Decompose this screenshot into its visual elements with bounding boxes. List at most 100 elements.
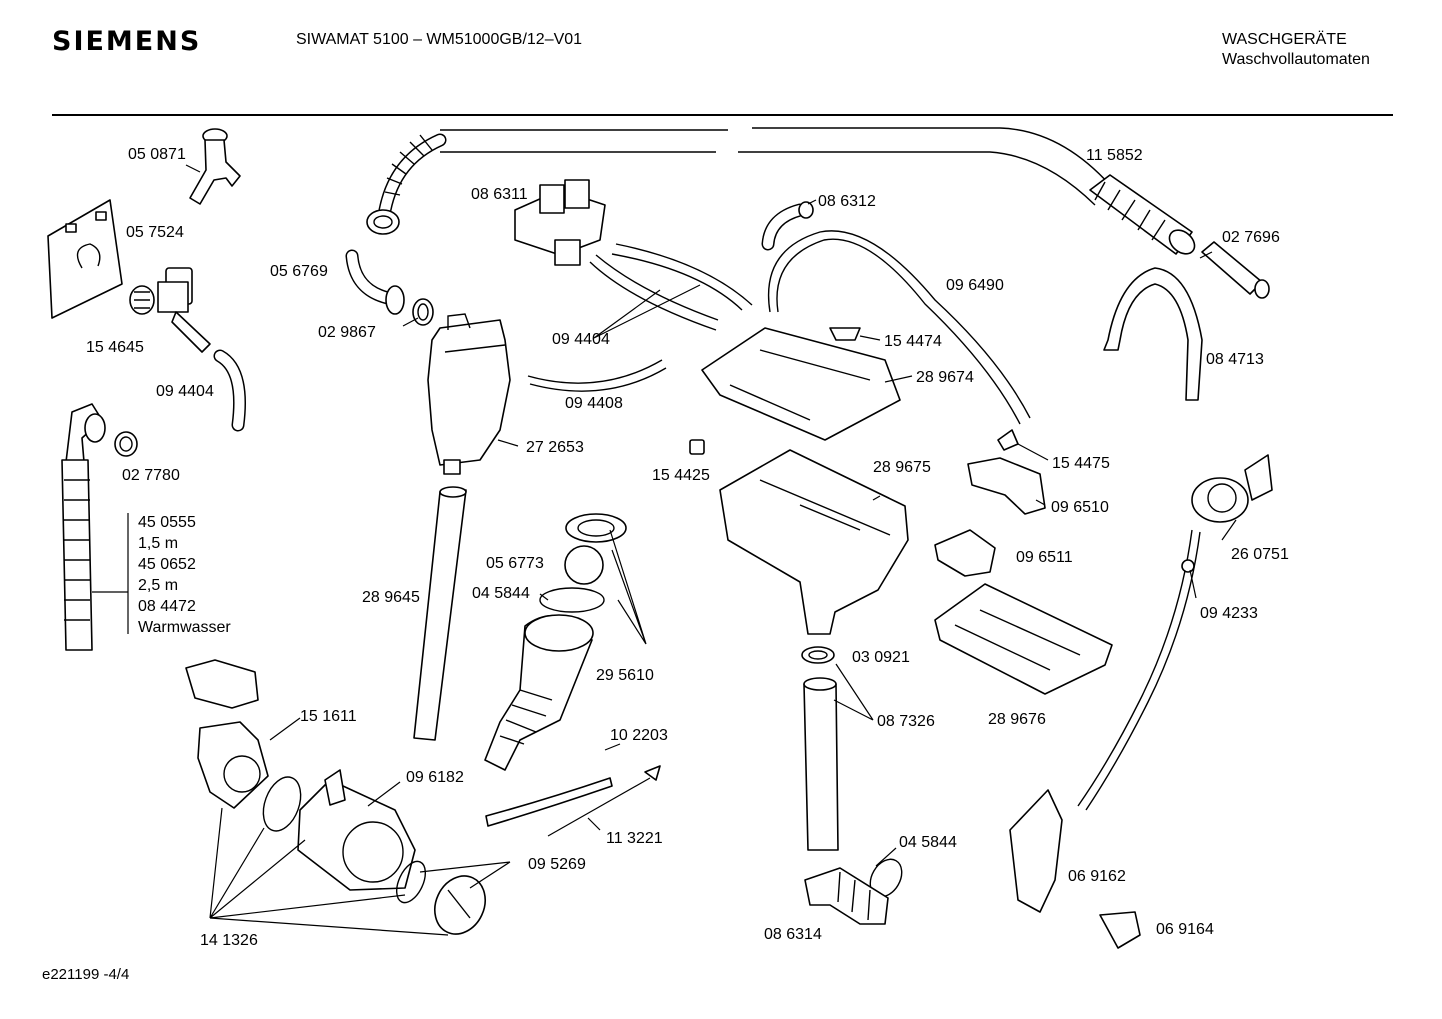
- label-086311: 08 6311: [471, 186, 528, 203]
- pump-housing-096182-part[interactable]: [297, 769, 416, 891]
- double-valve-part[interactable]: [514, 179, 606, 266]
- label-096182: 09 6182: [406, 769, 464, 786]
- label-045844-right: 04 5844: [899, 834, 957, 851]
- hose-102203-part[interactable]: [485, 777, 613, 827]
- ball-056773-part[interactable]: [564, 545, 604, 585]
- label-272653: 27 2653: [526, 439, 584, 456]
- label-029867: 02 9867: [318, 324, 376, 341]
- label-094404-mid: 09 4404: [552, 331, 610, 348]
- bracket-096510-part[interactable]: [967, 457, 1046, 515]
- drain-option-3: 45 0652: [138, 556, 196, 573]
- subcategory-title: Waschvollautomaten: [1222, 51, 1370, 68]
- tube-289645-part[interactable]: [413, 486, 467, 741]
- switch-096511-part[interactable]: [934, 529, 996, 577]
- drain-option-5: 08 4472: [138, 598, 196, 615]
- leader-lines: [185, 164, 1237, 936]
- label-094408: 09 4408: [565, 395, 623, 412]
- hose-096490-part[interactable]: [767, 230, 1031, 425]
- label-096490: 09 6490: [946, 277, 1004, 294]
- hose-094233-part[interactable]: [1077, 529, 1201, 811]
- label-260751: 26 0751: [1231, 546, 1289, 563]
- bellows-295610-part[interactable]: [484, 614, 594, 771]
- pump-motor-part[interactable]: [197, 721, 269, 809]
- drain-hose-bracket: [92, 513, 129, 634]
- supply-hose-part[interactable]: [366, 127, 1199, 259]
- bracket-084713-part[interactable]: [1103, 267, 1203, 401]
- label-113221: 11 3221: [606, 830, 663, 847]
- label-050871: 05 0871: [128, 146, 186, 163]
- label-295610: 29 5610: [596, 667, 654, 684]
- pressure-switch-260751-part[interactable]: [1191, 454, 1273, 523]
- label-030921: 03 0921: [852, 649, 910, 666]
- clamp-045844-part[interactable]: [539, 587, 605, 613]
- plug-154425-part[interactable]: [689, 439, 705, 455]
- bracket-069162-part[interactable]: [1009, 789, 1063, 913]
- ring-029867-part[interactable]: [412, 298, 434, 326]
- label-095269: 09 5269: [528, 856, 586, 873]
- label-086312: 08 6312: [818, 193, 876, 210]
- label-154474: 15 4474: [884, 333, 942, 350]
- dispenser-container-part[interactable]: [427, 313, 511, 475]
- model-title: SIWAMAT 5100 – WM51000GB/12–V01: [296, 31, 583, 48]
- label-094233: 09 4233: [1200, 605, 1258, 622]
- connector-027696-part[interactable]: [1201, 241, 1270, 299]
- elbow-hose-part[interactable]: [345, 249, 405, 315]
- label-154425: 15 4425: [652, 467, 710, 484]
- label-096510: 09 6510: [1051, 499, 1109, 516]
- seal-095269-part[interactable]: [391, 857, 431, 907]
- sensor-154475-part[interactable]: [997, 429, 1019, 451]
- wire-113221-part[interactable]: [547, 765, 661, 837]
- label-102203: 10 2203: [610, 727, 668, 744]
- seal-ring-part[interactable]: [565, 513, 627, 543]
- label-027780: 02 7780: [122, 467, 180, 484]
- hose-094408-part[interactable]: [527, 359, 667, 392]
- lid-289674-part[interactable]: [701, 327, 901, 441]
- label-045844-left: 04 5844: [472, 585, 530, 602]
- label-086314: 08 6314: [764, 926, 822, 943]
- label-069162: 06 9162: [1068, 868, 1126, 885]
- pump-seal-151611-part[interactable]: [256, 772, 307, 836]
- elbow-086312-part[interactable]: [761, 201, 814, 251]
- label-057524: 05 7524: [126, 224, 184, 241]
- label-084713: 08 4713: [1206, 351, 1264, 368]
- drain-option-6: Warmwasser: [138, 619, 231, 636]
- label-056773: 05 6773: [486, 555, 544, 572]
- drain-option-2: 1,5 m: [138, 535, 178, 552]
- label-094404-left: 09 4404: [156, 383, 214, 400]
- label-289645: 28 9645: [362, 589, 420, 606]
- label-289676: 28 9676: [988, 711, 1046, 728]
- label-115852: 11 5852: [1086, 147, 1143, 164]
- drain-option-1: 45 0555: [138, 514, 196, 531]
- label-056769: 05 6769: [270, 263, 328, 280]
- pipe-087326-part[interactable]: [803, 677, 839, 851]
- hose-094404-part[interactable]: [589, 243, 753, 331]
- footer-code: e221199 -4/4: [42, 966, 130, 983]
- bellows-086314-part[interactable]: [804, 867, 889, 925]
- header-divider: [52, 114, 1393, 116]
- drain-hose-part[interactable]: [61, 403, 106, 651]
- label-154475: 15 4475: [1052, 455, 1110, 472]
- drain-option-4: 2,5 m: [138, 577, 178, 594]
- label-069164: 06 9164: [1156, 921, 1214, 938]
- label-154645: 15 4645: [86, 339, 144, 356]
- pump-cover-part[interactable]: [185, 659, 259, 709]
- inlet-valve-part[interactable]: [129, 267, 211, 353]
- ring-027780-part[interactable]: [114, 431, 138, 457]
- y-connector-part[interactable]: [189, 128, 241, 205]
- brand-logo: SIEMENS: [52, 26, 202, 57]
- clip-069164-part[interactable]: [1099, 911, 1141, 949]
- label-289674: 28 9674: [916, 369, 974, 386]
- ring-030921-part[interactable]: [801, 646, 835, 664]
- label-151611: 15 1611: [300, 708, 357, 725]
- clip-154474-part[interactable]: [829, 327, 861, 341]
- dispenser-housing-289675-part[interactable]: [719, 449, 909, 635]
- label-096511: 09 6511: [1016, 549, 1073, 566]
- mounting-plate-part[interactable]: [47, 199, 123, 319]
- label-289675: 28 9675: [873, 459, 931, 476]
- drawer-289676-part[interactable]: [934, 583, 1113, 695]
- label-027696: 02 7696: [1222, 229, 1280, 246]
- category-title: WASCHGERÄTE: [1222, 31, 1347, 48]
- label-141326: 14 1326: [200, 932, 258, 949]
- filter-095269-part[interactable]: [426, 868, 495, 943]
